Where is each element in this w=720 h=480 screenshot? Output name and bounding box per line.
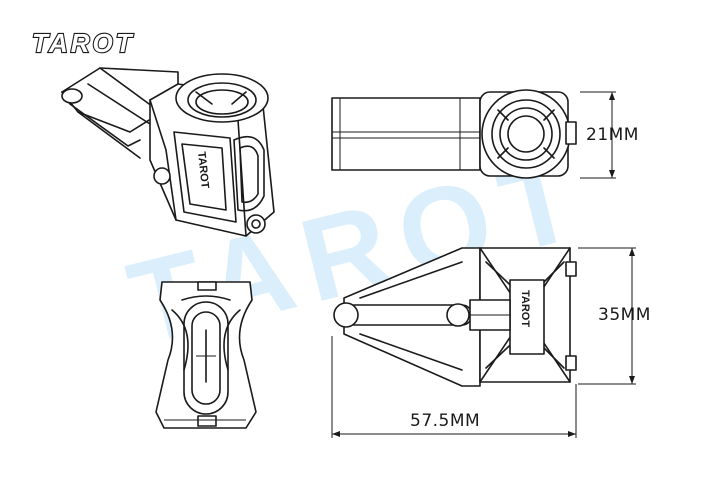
dimension-57-5mm: 57.5MM	[410, 411, 480, 431]
svg-text:TAROT: TAROT	[195, 151, 211, 189]
front-view	[155, 281, 257, 429]
isometric-view: TAROT	[61, 67, 275, 237]
svg-text:TAROT: TAROT	[32, 28, 135, 58]
svg-text:TAROT: TAROT	[519, 290, 531, 327]
dimension-21mm: 21MM	[586, 125, 639, 145]
side-view: TAROT 35MM 57.5MM	[331, 247, 651, 438]
top-right-view: 21MM	[331, 89, 639, 179]
dimension-35mm: 35MM	[598, 305, 651, 325]
tarot-logo: TAROT	[31, 27, 135, 59]
